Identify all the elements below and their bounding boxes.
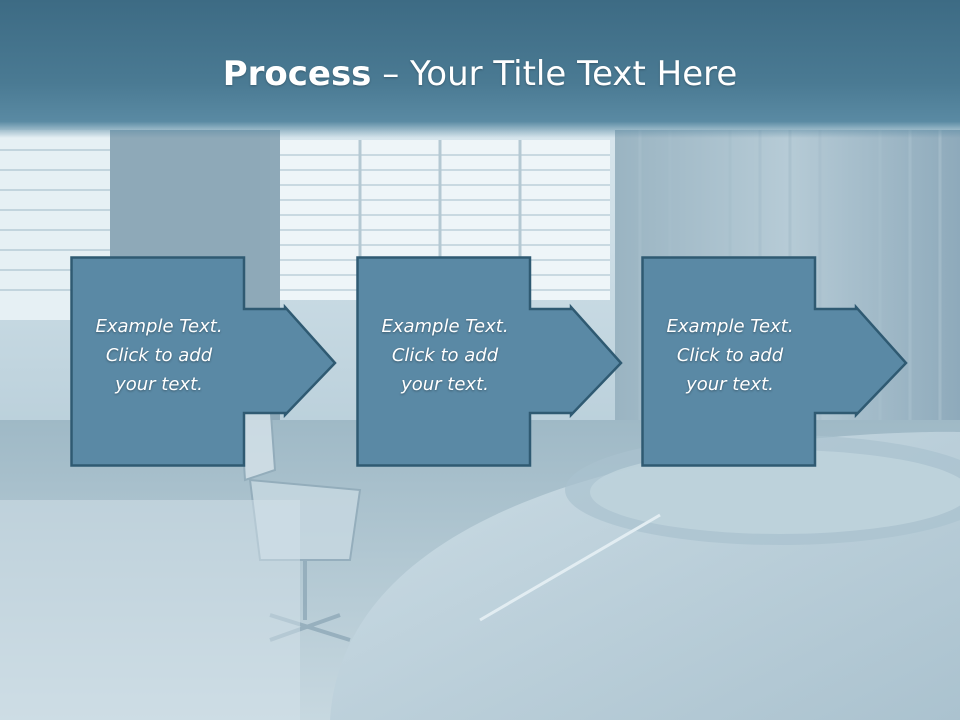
- step-line-2: Click to add: [676, 345, 784, 366]
- step-line-1: Example Text.: [666, 316, 794, 337]
- process-step-3[interactable]: Example Text. Click to add your text.: [641, 256, 921, 467]
- right-arrow-icon: [641, 256, 908, 467]
- process-step-2[interactable]: Example Text. Click to add your text.: [356, 256, 636, 467]
- step-line-1: Example Text.: [381, 316, 509, 337]
- title-rest-part: – Your Title Text Here: [371, 54, 738, 94]
- right-arrow-icon: [356, 256, 623, 467]
- right-arrow-icon: [70, 256, 337, 467]
- step-line-1: Example Text.: [95, 316, 223, 337]
- step-line-3: your text.: [115, 374, 203, 395]
- step-line-3: your text.: [401, 374, 489, 395]
- title-band: [0, 0, 960, 138]
- step-text[interactable]: Example Text. Click to add your text.: [362, 312, 528, 399]
- step-line-3: your text.: [686, 374, 774, 395]
- step-text[interactable]: Example Text. Click to add your text.: [647, 312, 813, 399]
- title-bold-part: Process: [222, 54, 372, 94]
- step-line-2: Click to add: [391, 345, 499, 366]
- process-step-1[interactable]: Example Text. Click to add your text.: [70, 256, 350, 467]
- step-text[interactable]: Example Text. Click to add your text.: [76, 312, 242, 399]
- slide-title[interactable]: Process – Your Title Text Here: [0, 52, 960, 96]
- step-line-2: Click to add: [105, 345, 213, 366]
